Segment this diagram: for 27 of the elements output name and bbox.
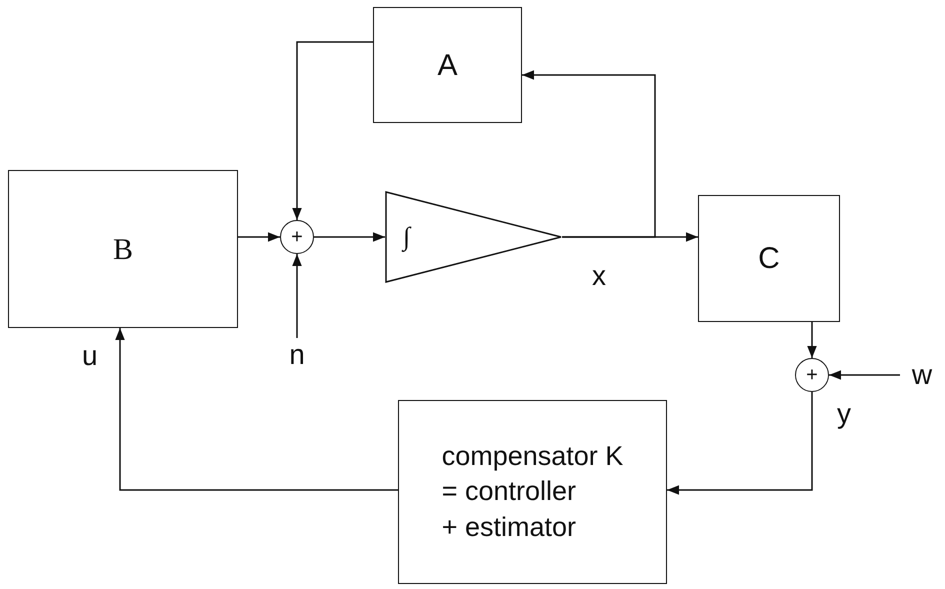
summing-junction (280, 220, 314, 254)
arrow (314, 232, 385, 242)
arrow (522, 70, 656, 238)
node-text: w (912, 358, 932, 392)
block-box (698, 195, 840, 322)
node-text: + (291, 225, 303, 250)
summing-junction (795, 358, 829, 392)
node-text: n (289, 338, 305, 372)
arrow (829, 370, 900, 380)
node-text: C (758, 241, 780, 277)
arrow (667, 392, 813, 495)
block-box (373, 7, 522, 123)
node-text: = controller (442, 475, 576, 508)
arrow (292, 41, 373, 220)
integral-sign: ∫ (403, 221, 410, 254)
node-text: + estimator (442, 510, 576, 544)
arrow (238, 232, 280, 242)
arrow (807, 322, 817, 358)
node-text: B (112, 232, 133, 268)
arrow (115, 328, 398, 491)
node-text: compensator K (442, 440, 624, 474)
block-box (8, 170, 238, 328)
integrator-triangle (385, 191, 562, 283)
node-text: + (806, 363, 818, 388)
arrow (292, 254, 302, 338)
node-text: A (437, 48, 458, 84)
block-box (398, 400, 667, 584)
